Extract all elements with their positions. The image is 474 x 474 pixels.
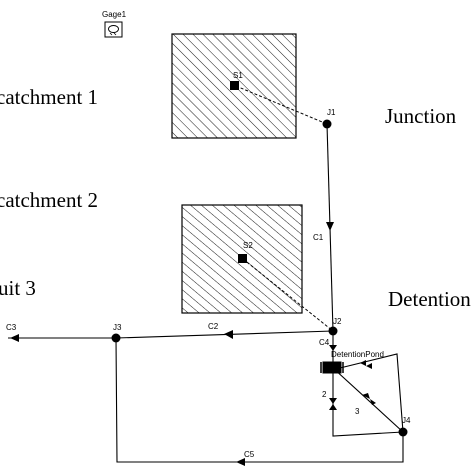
- storage-icon: [322, 361, 342, 374]
- rain-drop-mark: [109, 32, 113, 36]
- junction-node: [398, 427, 408, 437]
- conduit-c1[interactable]: C1: [313, 123, 334, 332]
- regulator-label: 2: [322, 390, 327, 399]
- junction-label: J3: [113, 323, 122, 332]
- conduit-c3[interactable]: C3: [6, 323, 116, 342]
- valve-icon: [360, 360, 372, 369]
- overflow-line: [339, 353, 404, 433]
- s1-outlet-connector: [235, 85, 328, 125]
- annotation-detention: Detention: [388, 287, 471, 311]
- conduit-c5[interactable]: C5: [115, 337, 404, 466]
- flow-arrow-icon: [224, 330, 233, 339]
- flow-arrow-icon: [10, 334, 19, 342]
- conduit-label: C2: [208, 322, 219, 331]
- junction-j1[interactable]: J1: [322, 108, 337, 129]
- storage-detention-pond[interactable]: DetentionPond: [320, 350, 384, 374]
- flow-arrow-icon: [329, 345, 337, 351]
- conduit-line: [115, 330, 334, 339]
- junction-j3[interactable]: J3: [111, 323, 123, 343]
- junction-node: [322, 119, 332, 129]
- conduit-label: C4: [319, 338, 330, 347]
- rain-gage-icon: [104, 21, 123, 38]
- s2-outlet-connector: [242, 258, 334, 332]
- subcatchment-label: S2: [243, 241, 253, 250]
- annotation-junction: Junction: [385, 104, 457, 128]
- junction-label: J4: [402, 416, 411, 425]
- flow-arrow-icon: [326, 222, 334, 231]
- subcatchment-s1[interactable]: S1: [171, 33, 297, 139]
- subcatchment-s2[interactable]: S2: [181, 204, 303, 314]
- valve-icon: [362, 393, 376, 405]
- subcatchment-centroid: [230, 81, 239, 90]
- rain-gage-label: Gage1: [102, 10, 127, 19]
- junction-node: [111, 333, 121, 343]
- regulator-line: [332, 372, 404, 437]
- subcatchment-label: S1: [233, 71, 243, 80]
- regulator-label: 3: [355, 407, 360, 416]
- regulator-link-2[interactable]: 2: [322, 372, 404, 437]
- storage-label: DetentionPond: [331, 350, 384, 359]
- regulator-line: [332, 367, 404, 433]
- cloud-icon: [108, 25, 119, 33]
- annotation-catchment-1: catchment 1: [0, 85, 98, 109]
- flow-arrow-icon: [236, 458, 245, 466]
- conduit-label: C3: [6, 323, 17, 332]
- subcatchment-centroid: [238, 254, 247, 263]
- annotation-catchment-2: catchment 2: [0, 188, 98, 212]
- overflow-link[interactable]: [339, 353, 404, 433]
- conduit-line: [115, 337, 404, 463]
- junction-j4[interactable]: J4: [398, 416, 412, 437]
- valve-icon: [329, 398, 337, 410]
- junction-label: J2: [333, 317, 342, 326]
- conduit-label: C1: [313, 233, 324, 242]
- regulator-link-3[interactable]: 3: [332, 367, 404, 433]
- annotation-conduit-3: uit 3: [0, 276, 36, 300]
- junction-j2[interactable]: J2: [328, 317, 343, 336]
- rain-gage[interactable]: Gage1: [102, 10, 127, 38]
- junction-node: [328, 326, 338, 336]
- junction-label: J1: [327, 108, 336, 117]
- conduit-label: C5: [244, 450, 255, 459]
- conduit-c4[interactable]: C4: [319, 331, 337, 362]
- rain-drop-mark: [113, 32, 117, 36]
- conduit-c2[interactable]: C2: [115, 322, 334, 339]
